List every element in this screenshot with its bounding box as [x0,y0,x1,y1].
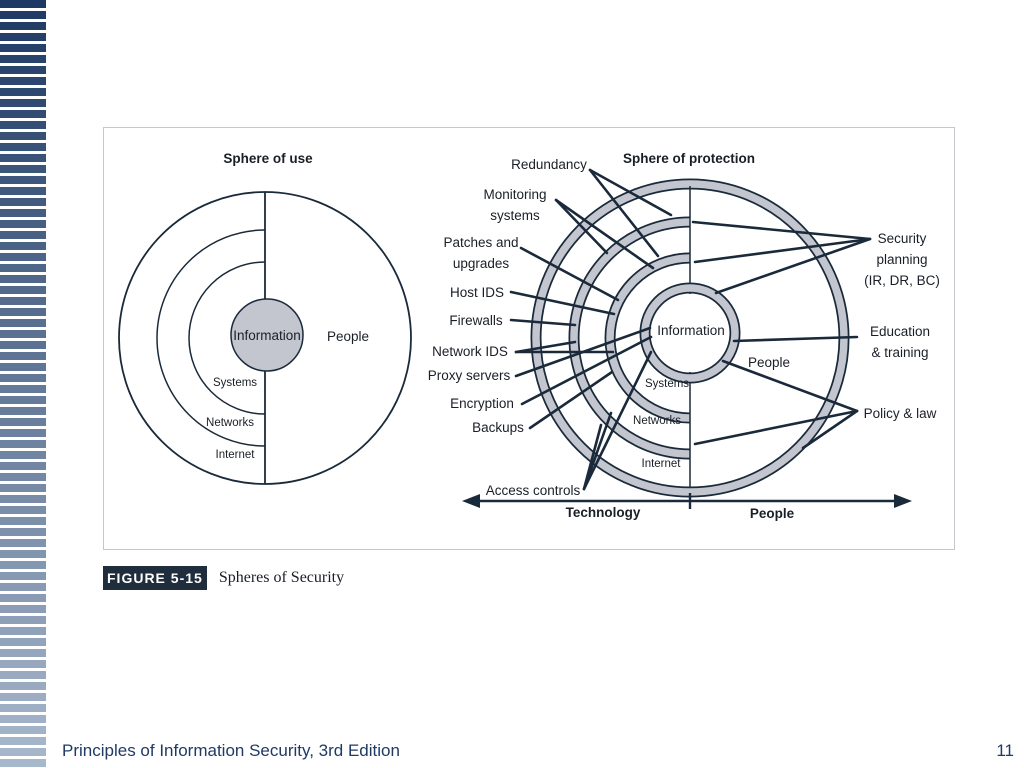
connector-lines [509,168,872,491]
label-redundancy: Redundancy [511,157,587,172]
protection-information-label: Information [657,323,725,338]
decorative-side-stripe [0,0,50,768]
figure-caption: FIGURE 5-15 Spheres of Security [103,566,344,590]
footer-title: Principles of Information Security, 3rd … [62,741,400,760]
label-host-ids: Host IDS [450,285,504,300]
label-policy-law: Policy & law [864,406,937,421]
label-access-controls: Access controls [486,483,581,498]
figure-number-badge: FIGURE 5-15 [103,566,207,590]
use-internet-label: Internet [216,449,256,461]
axis-people-label: People [750,506,795,521]
use-systems-arc [188,261,266,415]
sphere-of-use-title: Sphere of use [223,151,313,166]
sphere-of-protection: Sphere of protection Information Systems… [428,151,940,521]
use-people-label: People [327,329,369,344]
use-networks-label: Networks [206,417,254,429]
protection-systems-label: Systems [645,378,689,390]
protection-internet-label: Internet [642,458,682,470]
protection-people-label: People [748,355,790,370]
figure-title: Spheres of Security [218,569,345,586]
axis-technology-label: Technology [566,505,641,520]
sphere-of-use: Sphere of use Information People Systems… [118,151,412,485]
technology-people-axis: Technology People [462,493,912,521]
label-encryption: Encryption [450,396,514,411]
use-information-circle [230,298,304,372]
label-education-training: Education& training [870,324,930,360]
use-information-label: Information [233,328,301,343]
label-firewalls: Firewalls [449,313,503,328]
label-backups: Backups [472,420,524,435]
sphere-of-protection-title: Sphere of protection [623,151,755,166]
figure-frame [103,127,955,550]
label-network-ids: Network IDS [432,344,508,359]
use-networks-arc [156,229,266,447]
page-number: 11 [996,741,1014,760]
label-proxy-servers: Proxy servers [428,368,511,383]
use-systems-label: Systems [213,377,257,389]
protection-networks-label: Networks [633,415,681,427]
